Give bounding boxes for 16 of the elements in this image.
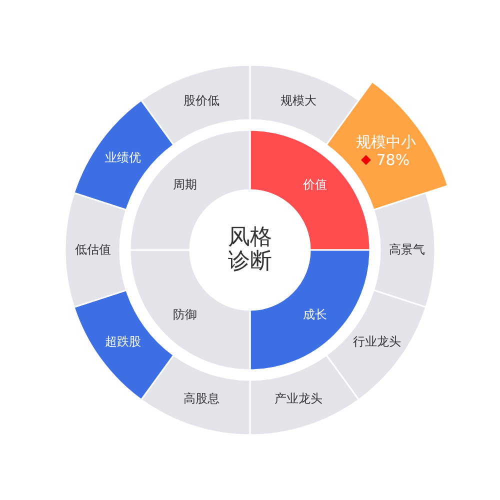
- segment-label: 周期: [172, 178, 197, 192]
- segment-label: 成长: [303, 308, 328, 322]
- segment-label: 高股息: [183, 392, 220, 406]
- segment-label: 规模中小: [356, 134, 416, 150]
- segment-label: 产业龙头: [274, 392, 323, 406]
- segment-label: 78%: [376, 152, 410, 168]
- segment-label: 防御: [172, 308, 197, 322]
- segment-label: 超跌股: [104, 336, 141, 349]
- segment-label: 股价低: [183, 94, 220, 108]
- segment-label: 行业龙头: [353, 336, 402, 349]
- segment-label: 业绩优: [104, 151, 141, 164]
- segment-label: 高景气: [389, 243, 425, 257]
- segment-label: 低估值: [75, 243, 111, 257]
- segment-label: 价值: [303, 178, 328, 192]
- segment-label: 规模大: [280, 94, 317, 108]
- center-title: 风格诊断: [227, 226, 273, 274]
